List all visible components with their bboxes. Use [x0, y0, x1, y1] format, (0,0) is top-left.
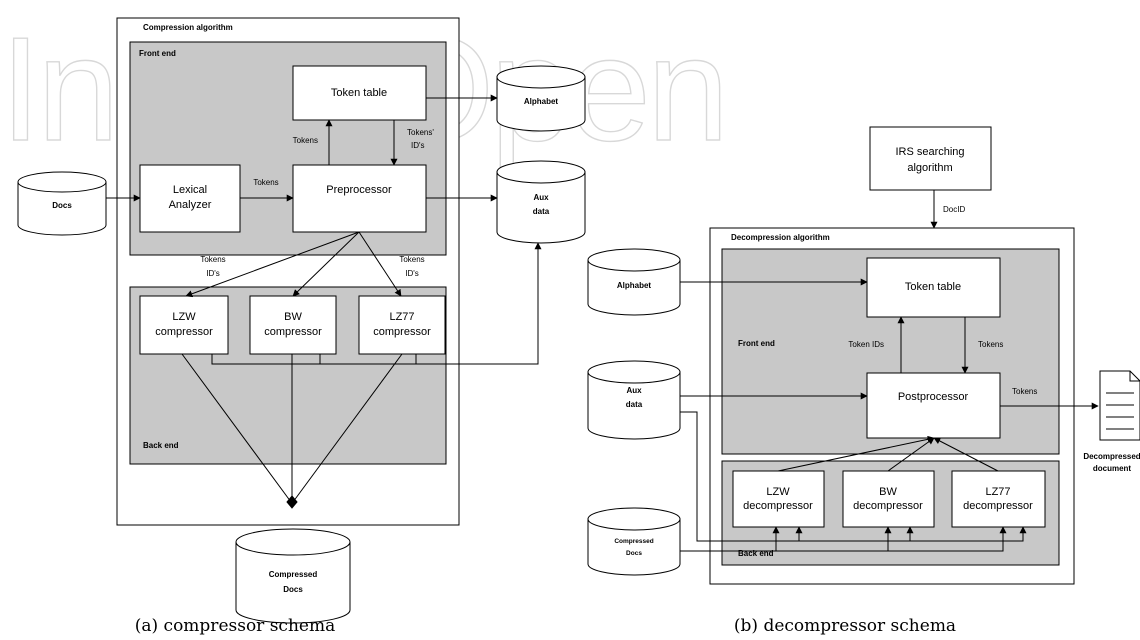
alphabet-cylinder: [496, 65, 586, 132]
compressed-label-2: Docs: [283, 585, 303, 594]
decompression-title: Decompression algorithm: [731, 233, 830, 242]
back-end-label: Back end: [143, 441, 179, 450]
aux-label-1: Aux: [533, 193, 549, 202]
edge-label-right-ids-1: Tokens: [399, 255, 424, 264]
lexical-label-2: Analyzer: [169, 199, 212, 211]
bw-decompressor-box: [842, 470, 935, 528]
preprocessor-box: [292, 164, 427, 233]
docs-cylinder: [17, 171, 107, 236]
doc-label-2: document: [1093, 464, 1132, 473]
lzw-decompressor-box: [732, 470, 825, 528]
dec-compressed-label-2: Docs: [626, 550, 642, 557]
bw-compressor-box: [249, 295, 337, 355]
compressed-bus-arrow: [680, 526, 1007, 552]
aux-bus-arrow: [680, 411, 1027, 542]
dec-token-table-label: Token table: [905, 281, 961, 293]
doc-label-1: Decompressed: [1083, 452, 1140, 461]
edge-label-tokens-down: Tokens: [978, 340, 1003, 349]
preprocessor-label: Preprocessor: [326, 184, 392, 196]
edge-label-tokens-ids-1: Tokens': [407, 128, 434, 137]
docs-label: Docs: [52, 201, 72, 210]
compressor-labels: Compression algorithm Front end Back end…: [52, 23, 558, 636]
lz77-label-2: compressor: [373, 326, 431, 338]
dec-alphabet-cylinder: [587, 248, 681, 316]
bw-label-1: BW: [284, 311, 302, 323]
edge-label-left-ids-2: ID's: [206, 269, 220, 278]
lexical-label-1: Lexical: [173, 184, 207, 196]
front-end-label: Front end: [139, 49, 176, 58]
lz77-dec-label-1: LZ77: [985, 486, 1010, 498]
lzw-compressor-box: [139, 295, 229, 355]
edge-label-tokens-ids-2: ID's: [411, 141, 425, 150]
dec-back-end-label: Back end: [738, 549, 774, 558]
dec-token-table-box: [866, 257, 1001, 318]
bw-dec-label-2: decompressor: [853, 500, 923, 512]
dec-compressed-label-1: Compressed: [614, 538, 653, 545]
preprocessor-to-lz77-arrow: [358, 231, 402, 297]
irs-box: [869, 126, 992, 191]
edge-label-pre-tokens: Tokens: [293, 136, 318, 145]
lz77-dec-label-2: decompressor: [963, 500, 1033, 512]
edge-label-lex-tokens: Tokens: [253, 178, 278, 187]
compressor-schema: [17, 17, 586, 624]
postprocessor-label: Postprocessor: [898, 391, 969, 403]
token-table-box: [292, 65, 427, 121]
dec-front-end-label: Front end: [738, 339, 775, 348]
edge-label-tokens-out: Tokens: [1012, 387, 1037, 396]
edge-label-left-ids-1: Tokens: [200, 255, 225, 264]
lzw-label-1: LZW: [172, 311, 196, 323]
compressed-label-1: Compressed: [269, 570, 318, 579]
lzw-to-compressed-line: [181, 353, 292, 503]
decompressor-schema: [587, 126, 1140, 585]
dec-aux-label-1: Aux: [626, 386, 642, 395]
compressed-docs-cylinder: [235, 528, 351, 624]
lzw-dec-label-2: decompressor: [743, 500, 813, 512]
token-table-label: Token table: [331, 87, 387, 99]
merge-diamond: [286, 495, 298, 509]
aux-label-2: data: [533, 207, 550, 216]
bw-dec-label-1: BW: [879, 486, 897, 498]
bw-label-2: compressor: [264, 326, 322, 338]
postprocessor-box: [866, 372, 1001, 439]
preprocessor-to-lzw-arrow: [185, 231, 360, 298]
lzw-dec-label-1: LZW: [766, 486, 790, 498]
edge-label-token-ids: Token IDs: [848, 340, 884, 349]
dec-alphabet-label: Alphabet: [617, 281, 652, 290]
alphabet-label: Alphabet: [524, 97, 559, 106]
decompressor-caption: (b) decompressor schema: [734, 616, 956, 636]
dec-compressed-cylinder: [587, 507, 681, 576]
edge-label-right-ids-2: ID's: [405, 269, 419, 278]
dec-aux-label-2: data: [626, 400, 643, 409]
compression-title: Compression algorithm: [143, 23, 233, 32]
lzw-to-post-arrow: [777, 435, 935, 472]
lzw-label-2: compressor: [155, 326, 213, 338]
lz77-decompressor-box: [951, 470, 1046, 528]
irs-label-2: algorithm: [907, 162, 952, 174]
bw-to-post-arrow: [887, 437, 935, 472]
aux-data-cylinder: [496, 160, 586, 244]
lz77-compressor-box: [358, 295, 446, 355]
docid-label: DocID: [943, 205, 965, 214]
lz77-label-1: LZ77: [389, 311, 414, 323]
dec-aux-cylinder: [587, 360, 681, 440]
decompressor-labels: IRS searching algorithm DocID Decompress…: [614, 146, 1140, 636]
preprocessor-to-bw-arrow: [292, 231, 360, 297]
compressors-to-aux-arrow: [211, 242, 542, 365]
irs-label-1: IRS searching: [895, 146, 964, 158]
compressor-caption: (a) compressor schema: [135, 616, 335, 636]
lz77-to-post-arrow: [933, 437, 999, 472]
lz77-to-compressed-line: [292, 353, 403, 503]
